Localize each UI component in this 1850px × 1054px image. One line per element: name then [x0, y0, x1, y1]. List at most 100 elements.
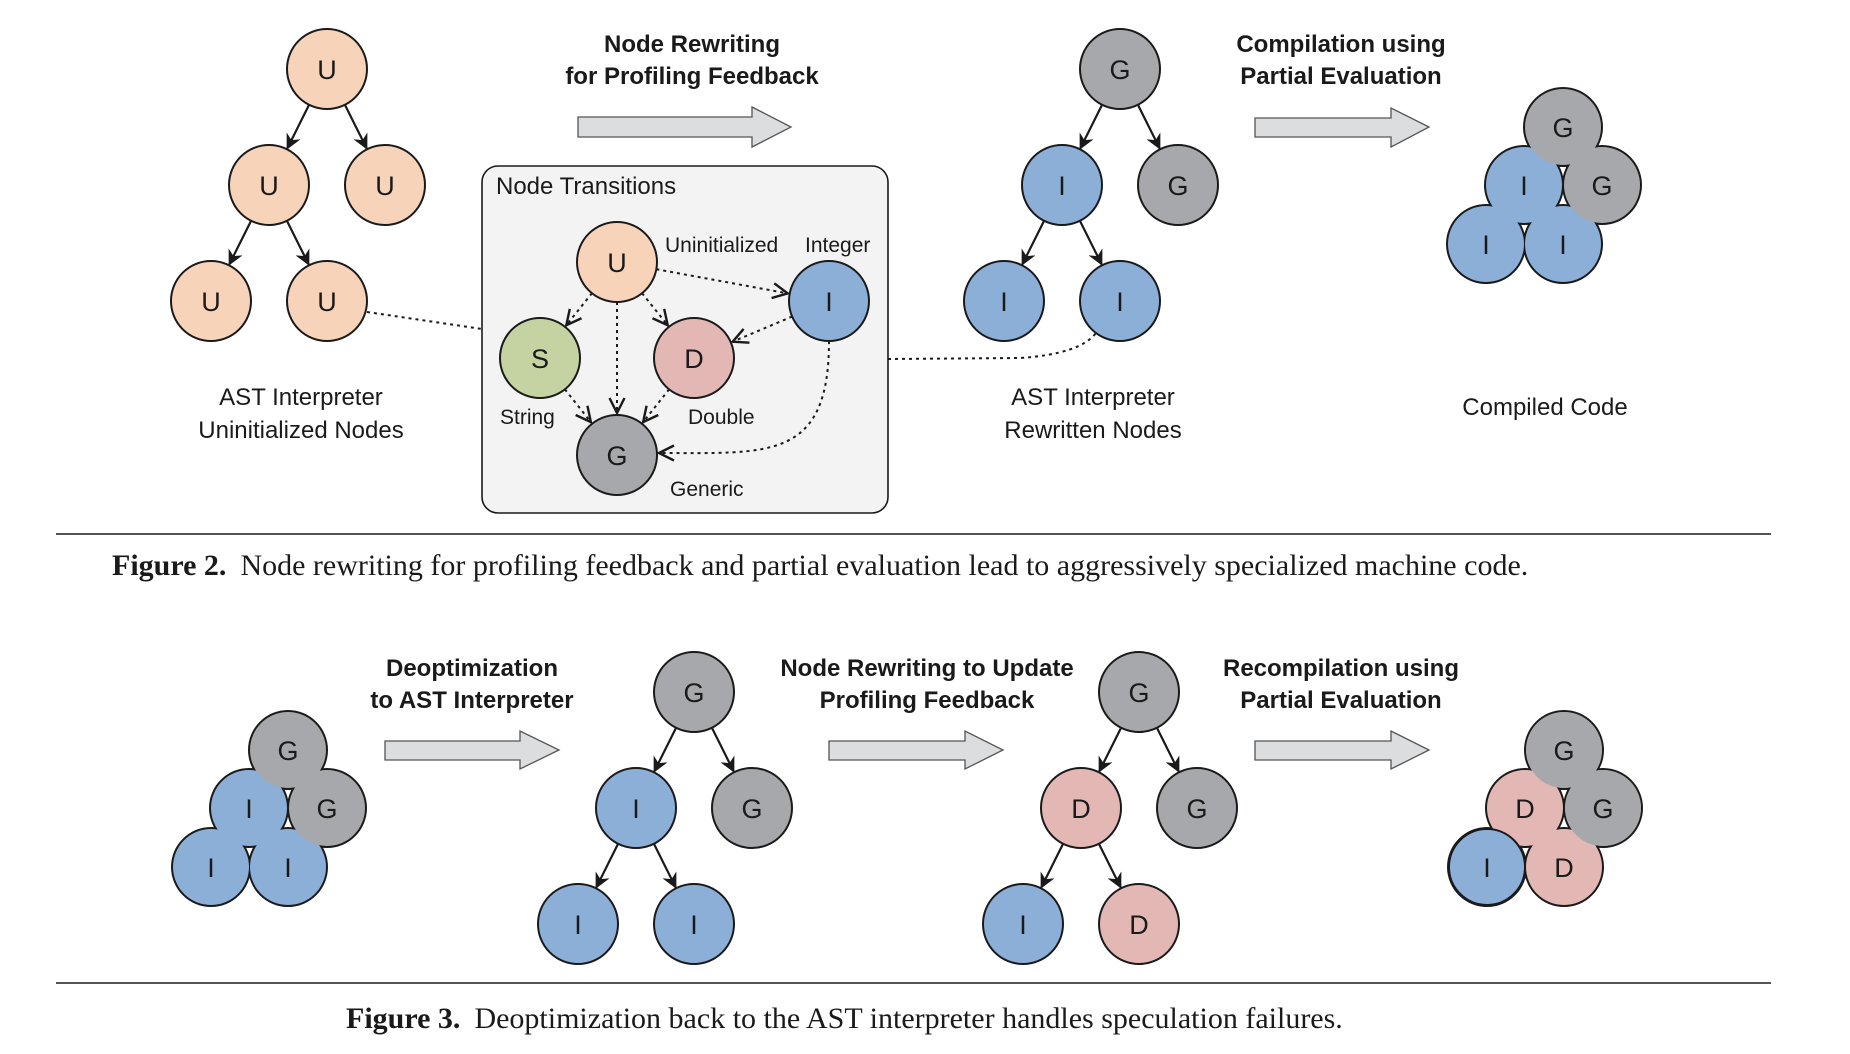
compiled-letter-bl: I	[1482, 230, 1490, 260]
state-label-integer: Integer	[805, 234, 870, 257]
compiled-region-right	[1564, 147, 1640, 223]
node-letter: U	[317, 55, 337, 85]
state-node-integer: I	[788, 260, 870, 342]
node-letter: I	[690, 910, 698, 940]
deopt-node-right-leaf: I	[653, 883, 735, 965]
node-letter: U	[317, 287, 337, 317]
before-region-br	[250, 829, 326, 905]
rewritten2-node-right-leaf: D	[1098, 883, 1180, 965]
after-letter-br: D	[1554, 853, 1574, 883]
tree-edge-arrow	[1079, 104, 1104, 150]
tree-uninitialized-label-line2: Uninitialized Nodes	[198, 417, 403, 444]
tree-edge-arrow	[1098, 727, 1123, 773]
uninit-node-right-leaf: U	[286, 260, 368, 342]
step-title-rewrite-line1: Node Rewriting to Update	[780, 655, 1073, 682]
compiled-region-top	[1525, 89, 1601, 165]
state-label-uninitialized: Uninitialized	[665, 234, 778, 257]
before-letter-top: G	[277, 736, 298, 766]
rewritten-node-left-leaf: I	[963, 260, 1045, 342]
step-title-deopt-line2: to AST Interpreter	[370, 687, 573, 714]
rewritten2-node-root: G	[1098, 651, 1180, 733]
after-region-mid	[1487, 770, 1563, 846]
before-letter-br: I	[284, 853, 292, 883]
compiled-region-br	[1525, 206, 1601, 282]
node-letter: U	[607, 248, 627, 278]
transition-edge-I-G	[659, 340, 830, 453]
tree-edge-arrow	[1136, 104, 1161, 150]
node-letter: I	[825, 287, 833, 317]
tree-edge-arrow	[1021, 220, 1046, 266]
rewritten-node-right-leaf: I	[1079, 260, 1161, 342]
node-letter: U	[375, 171, 395, 201]
state-node-generic: G	[576, 414, 658, 496]
node-letter: I	[1019, 910, 1027, 940]
rewritten-node-right-child: G	[1137, 144, 1219, 226]
step-title-node-rewriting-line2: for Profiling Feedback	[565, 63, 819, 90]
rewritten-node-root: G	[1079, 28, 1161, 110]
tree-edge-arrow	[285, 220, 310, 266]
compiled-letter-mid: I	[1520, 171, 1528, 201]
node-letter: U	[201, 287, 221, 317]
node-letter: S	[531, 344, 549, 374]
step-title-node-rewriting-line1: Node Rewriting	[604, 31, 780, 58]
connector-right-dotted	[887, 332, 1097, 360]
node-letter: G	[1128, 678, 1149, 708]
connector-left-dotted	[366, 311, 483, 330]
step-title-compilation-line2: Partial Evaluation	[1240, 63, 1441, 90]
uninit-node-root: U	[286, 28, 368, 110]
compiled-region-bl	[1448, 206, 1524, 282]
after-fills	[1448, 712, 1641, 906]
deopt-node-left-child: I	[595, 767, 677, 849]
figure-3-caption-text: Deoptimization back to the AST interpret…	[474, 1002, 1342, 1035]
after-letter-bl: I	[1483, 853, 1491, 883]
tree-edge-arrow	[1040, 843, 1065, 889]
node-letter: D	[684, 344, 704, 374]
tree-rewritten-label-line1: AST Interpreter	[1011, 384, 1175, 411]
figure-2-caption-text: Node rewriting for profiling feedback an…	[240, 549, 1528, 582]
node-letter: G	[1186, 794, 1207, 824]
process-arrow-icon	[384, 729, 561, 771]
after-letter-top: G	[1553, 736, 1574, 766]
uninit-node-right-child: U	[344, 144, 426, 226]
rewritten-node-left-child: I	[1021, 144, 1103, 226]
state-label-string: String	[500, 406, 555, 429]
step-title-deopt-line1: Deoptimization	[386, 655, 558, 682]
node-transitions-title: Node Transitions	[496, 173, 676, 200]
tree-rewritten-label-line2: Rewritten Nodes	[1004, 417, 1181, 444]
figure-3-caption-label: Figure 3.	[346, 1002, 460, 1035]
compiled-region-mid	[1486, 147, 1562, 223]
step-title-recompile-line1: Recompilation using	[1223, 655, 1459, 682]
before-region-bl	[173, 829, 249, 905]
process-arrow-icon	[1254, 729, 1431, 771]
step-title-recompile-line2: Partial Evaluation	[1240, 687, 1441, 714]
rewritten2-node-right-child: G	[1156, 767, 1238, 849]
node-letter: I	[1000, 287, 1008, 317]
after-region-br	[1526, 829, 1602, 905]
before-region-mid	[211, 770, 287, 846]
tree-edge-arrow	[652, 843, 677, 889]
tree-edge-arrow	[343, 104, 368, 150]
before-region-right	[289, 770, 365, 846]
node-letter: I	[632, 794, 640, 824]
figure-2: U U U U U AST Interpreter Uninitialized Node…	[56, 28, 1771, 582]
node-letter: I	[574, 910, 582, 940]
tree-edge-arrow	[653, 727, 678, 773]
tree-edge-arrow	[710, 727, 735, 773]
compiled-letter-br: I	[1559, 230, 1567, 260]
after-letter-right: G	[1592, 794, 1613, 824]
uninit-node-left-child: U	[228, 144, 310, 226]
figure-2-caption-label: Figure 2.	[112, 549, 226, 582]
rewritten2-node-left-child: D	[1040, 767, 1122, 849]
node-letter: G	[683, 678, 704, 708]
rewritten2-node-left-leaf: I	[982, 883, 1064, 965]
before-fills	[173, 712, 365, 905]
compiled-fills	[1448, 89, 1640, 282]
state-node-uninitialized: U	[576, 221, 658, 303]
deopt-node-right-child: G	[711, 767, 793, 849]
process-arrow-icon	[828, 729, 1005, 771]
node-letter: G	[1109, 55, 1130, 85]
before-letter-right: G	[316, 794, 337, 824]
